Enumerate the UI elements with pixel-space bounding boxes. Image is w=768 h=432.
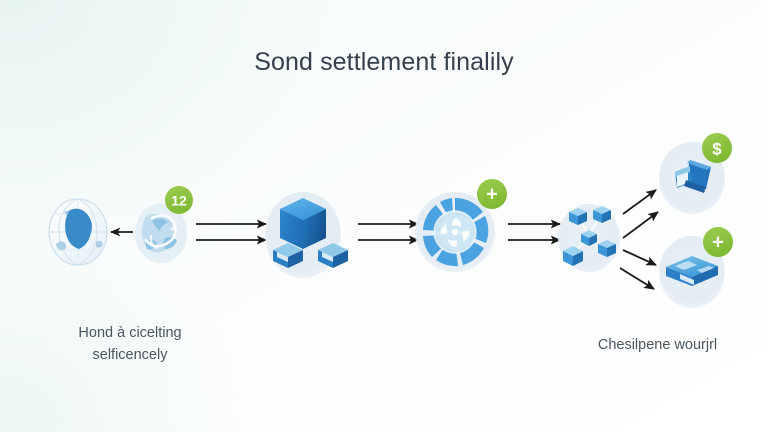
node-globe-destination[interactable] bbox=[48, 198, 108, 266]
plus-badge-analytics[interactable]: + bbox=[477, 179, 507, 209]
arrow-cluster-to-payment-lower bbox=[622, 211, 659, 239]
caption-right: Chesilpene wourjrl bbox=[560, 334, 755, 356]
arrow-network-to-server bbox=[196, 219, 268, 245]
caption-left: Hond à cicelting selficencely bbox=[35, 322, 225, 366]
node-database-endpoint[interactable]: + bbox=[659, 227, 733, 308]
caption-left-line2: selficencely bbox=[92, 347, 168, 363]
node-globe-network[interactable]: 12 bbox=[135, 186, 193, 263]
node-server-stack[interactable] bbox=[265, 192, 348, 278]
currency-badge-label: $ bbox=[712, 140, 722, 159]
cube-cluster-icon bbox=[563, 206, 616, 266]
node-cluster[interactable] bbox=[558, 204, 620, 272]
count-badge[interactable]: 12 bbox=[165, 186, 193, 214]
globe-network-icon bbox=[141, 213, 177, 253]
node-payment-endpoint[interactable]: $ bbox=[659, 133, 732, 214]
caption-left-line1: Hond à cicelting bbox=[78, 325, 182, 341]
page-title: Sond settlement finalily bbox=[254, 48, 514, 76]
node-analytics-hub[interactable]: + bbox=[415, 179, 507, 272]
caption-right-line1: Chesilpene wourjrl bbox=[597, 337, 718, 353]
count-badge-label: 12 bbox=[171, 193, 187, 209]
arrow-server-to-analytics bbox=[358, 219, 420, 245]
server-cube-icon bbox=[273, 198, 348, 268]
database-icon bbox=[666, 256, 718, 286]
donut-chart-icon bbox=[423, 197, 489, 267]
plus-badge-analytics-label: + bbox=[486, 184, 498, 206]
currency-badge[interactable]: $ bbox=[702, 133, 732, 163]
arrow-cluster-to-database-upper bbox=[622, 249, 657, 266]
arrow-cluster-to-payment-upper bbox=[622, 189, 657, 215]
arrow-analytics-to-cluster bbox=[508, 219, 562, 245]
plus-badge-database-label: + bbox=[712, 232, 724, 254]
globe-icon bbox=[48, 198, 108, 266]
arrow-cluster-to-database-lower bbox=[619, 267, 655, 290]
plus-badge-database[interactable]: + bbox=[703, 227, 733, 257]
payment-device-icon bbox=[675, 160, 711, 193]
